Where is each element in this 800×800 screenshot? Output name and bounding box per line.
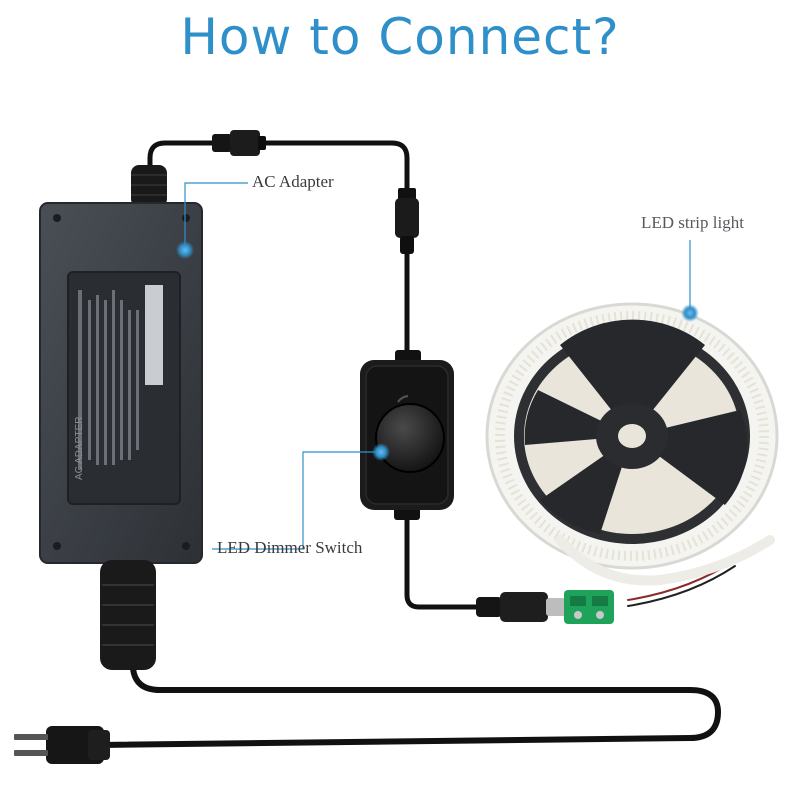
- cables: [97, 140, 736, 748]
- ac-power-cord: [97, 665, 721, 748]
- led-strip-tail: [555, 535, 775, 586]
- led-dimmer-switch: [360, 350, 454, 520]
- dc-barrel-connector: [395, 188, 419, 254]
- callout-label-led-strip: LED strip light: [641, 213, 744, 232]
- callout-label-dimmer: LED Dimmer Switch: [217, 538, 363, 557]
- adapter-strain-relief-top: [131, 165, 167, 207]
- callouts: [184, 182, 691, 550]
- adapter-output-cable: [147, 140, 219, 183]
- terminal-block: [564, 590, 614, 624]
- led-strip-reel: [485, 302, 779, 586]
- dc-cable-to-dimmer: [259, 140, 410, 199]
- callout-label-ac-adapter: AC Adapter: [252, 172, 334, 191]
- callout-line-dimmer: [212, 451, 381, 550]
- strip-connector: [476, 590, 614, 624]
- callout-dot-led-strip: [681, 304, 699, 322]
- ac-plug: [14, 726, 110, 764]
- dimmer-knob: [376, 404, 444, 472]
- strip-lead-wire-black: [627, 565, 736, 607]
- page-title: How to Connect?: [180, 8, 620, 66]
- dimmer-output-cable: [404, 509, 481, 610]
- callout-dot-dimmer: [372, 443, 390, 461]
- ac-adapter: AC ADAPTER: [39, 165, 203, 670]
- adapter-label-text: AC ADAPTER: [74, 417, 85, 480]
- callout-dot-ac-adapter: [176, 241, 194, 259]
- dc-inline-connector: [212, 130, 266, 156]
- adapter-strain-relief-bottom: [100, 560, 156, 670]
- callout-line-ac-adapter: [184, 182, 248, 248]
